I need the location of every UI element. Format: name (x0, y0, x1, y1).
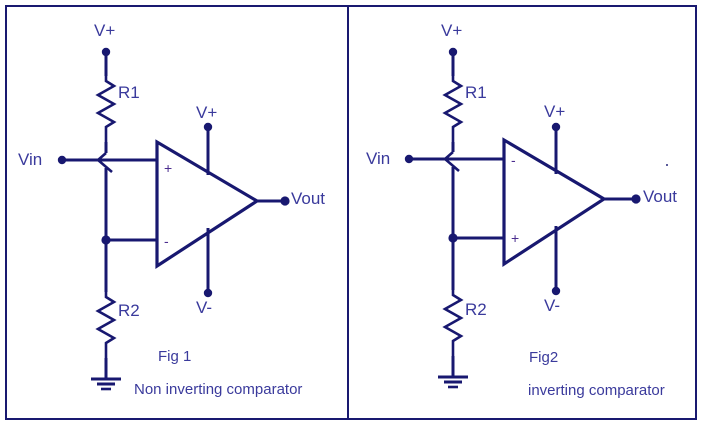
fig2-node-vin-terminal (404, 154, 414, 164)
fig2-label-figure-number: Fig2 (529, 349, 559, 366)
fig2-node-opamp-vplus (551, 122, 561, 132)
fig2-label-resistor-r1: R1 (465, 83, 487, 102)
fig2-caption: inverting comparator (528, 382, 665, 399)
fig1-label-output: Vout (291, 189, 326, 208)
fig2-opamp-triangle (502, 137, 608, 267)
fig2-label-opamp-input-bottom-sign: + (511, 230, 520, 246)
fig1-node-opamp-vplus (203, 122, 213, 132)
fig1-label-opamp-vminus: V- (196, 298, 213, 317)
fig1-label-figure-number: Fig 1 (158, 348, 192, 365)
fig1-node-opamp-vminus (203, 288, 213, 298)
fig1-label-opamp-input-bottom-sign: - (164, 233, 169, 249)
fig1-label-resistor-r2: R2 (118, 301, 140, 320)
fig2-node-opamp-vminus (551, 286, 561, 296)
fig1-node-vplus-supply (101, 47, 111, 57)
fig1-label-opamp-input-top-sign: + (164, 160, 173, 176)
fig2-node-vplus-supply (448, 47, 458, 57)
fig1-node-vin-terminal (57, 155, 67, 165)
fig1-circuit (57, 47, 290, 391)
outer-frame-border (5, 5, 697, 420)
fig1-node-divider-tap (101, 235, 111, 245)
fig2-node-vout-terminal (631, 194, 641, 204)
fig2-label-input: Vin (366, 149, 391, 168)
fig1-label-resistor-r1: R1 (118, 83, 140, 102)
fig1-caption: Non inverting comparator (134, 381, 303, 398)
fig2-label-supply-top: V+ (441, 21, 463, 40)
fig2-resistor-r2-symbol (442, 290, 464, 356)
fig2-label-opamp-vplus: V+ (544, 102, 566, 121)
fig1-node-vout-terminal (280, 196, 290, 206)
fig1-resistor-r1-symbol (95, 76, 117, 142)
fig2-circuit (404, 47, 641, 389)
fig2-label-resistor-r2: R2 (465, 300, 487, 319)
fig2-label-output: Vout (643, 187, 678, 206)
image-speck-artifact (666, 164, 668, 166)
fig1-label-opamp-vplus: V+ (196, 103, 218, 122)
fig1-label-supply-top: V+ (94, 21, 116, 40)
fig2-label-opamp-vminus: V- (544, 296, 561, 315)
fig1-label-input: Vin (18, 150, 43, 169)
fig1-resistor-r2-symbol (95, 292, 117, 358)
fig2-label-opamp-input-top-sign: - (511, 152, 516, 168)
fig2-node-divider-tap (448, 233, 458, 243)
fig2-resistor-r1-symbol (442, 76, 464, 142)
